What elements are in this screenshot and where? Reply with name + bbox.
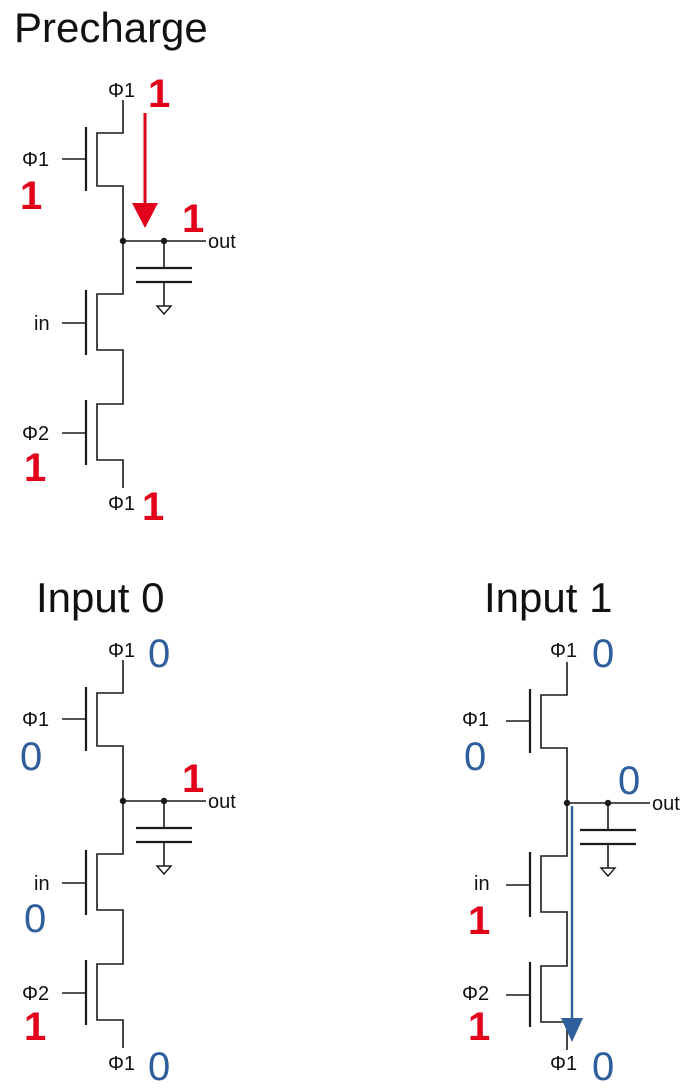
input1-circuit xyxy=(504,660,652,1052)
precharge-gate-phi2-label: Φ2 xyxy=(22,423,49,445)
input1-gate-phi2-value: 1 xyxy=(468,1005,490,1049)
input0-out-value: 1 xyxy=(182,757,204,801)
input1-gate-phi1-value: 0 xyxy=(464,735,486,779)
input0-phi1-bottom-value: 0 xyxy=(148,1045,170,1089)
input0-circuit xyxy=(60,658,208,1050)
input1-discharge-arrow xyxy=(561,806,583,1042)
input0-title: Input 0 xyxy=(36,574,164,621)
precharge-out-label: out xyxy=(208,231,236,253)
precharge-gate-phi2-value: 1 xyxy=(24,446,46,490)
input1-title: Input 1 xyxy=(484,574,612,621)
input0-in-value: 0 xyxy=(24,897,46,941)
precharge-title: Precharge xyxy=(14,4,208,51)
input1-gate-phi1-label: Φ1 xyxy=(462,709,489,731)
input1-panel: Input 1 Φ1 0 Φ1 0 0 out in 1 Φ2 1 Φ1 0 xyxy=(462,574,680,1089)
input0-gate-phi2-label: Φ2 xyxy=(22,983,49,1005)
precharge-panel: Precharge Φ1 1 Φ1 1 1 out in Φ2 1 Φ1 1 xyxy=(14,4,236,529)
input0-phi1-bottom-label: Φ1 xyxy=(108,1053,135,1075)
input0-gate-phi2-value: 1 xyxy=(24,1005,46,1049)
input0-gate-phi1-value: 0 xyxy=(20,735,42,779)
input1-phi1-top-value: 0 xyxy=(592,632,614,676)
input1-gate-phi2-label: Φ2 xyxy=(462,983,489,1005)
input1-out-label: out xyxy=(652,793,680,815)
precharge-gate-phi1-value: 1 xyxy=(20,174,42,218)
precharge-gate-phi1-label: Φ1 xyxy=(22,149,49,171)
precharge-phi1-top-label: Φ1 xyxy=(108,80,135,102)
input1-in-value: 1 xyxy=(468,899,490,943)
precharge-in-label: in xyxy=(34,313,50,335)
precharge-phi1-top-value: 1 xyxy=(148,72,170,116)
input0-in-label: in xyxy=(34,873,50,895)
input0-gate-phi1-label: Φ1 xyxy=(22,709,49,731)
input0-panel: Input 0 Φ1 0 Φ1 0 1 out in 0 Φ2 1 Φ1 0 xyxy=(20,574,236,1089)
input1-in-label: in xyxy=(474,873,490,895)
precharge-circuit xyxy=(60,98,208,490)
precharge-phi1-bottom-label: Φ1 xyxy=(108,493,135,515)
input1-out-value: 0 xyxy=(618,759,640,803)
precharge-out-value: 1 xyxy=(182,197,204,241)
input0-out-label: out xyxy=(208,791,236,813)
input1-phi1-top-label: Φ1 xyxy=(550,640,577,662)
input1-phi1-bottom-label: Φ1 xyxy=(550,1053,577,1075)
precharge-current-arrow xyxy=(132,113,158,228)
input1-phi1-bottom-value: 0 xyxy=(592,1045,614,1089)
input0-phi1-top-value: 0 xyxy=(148,632,170,676)
input0-phi1-top-label: Φ1 xyxy=(108,640,135,662)
precharge-phi1-bottom-value: 1 xyxy=(142,485,164,529)
